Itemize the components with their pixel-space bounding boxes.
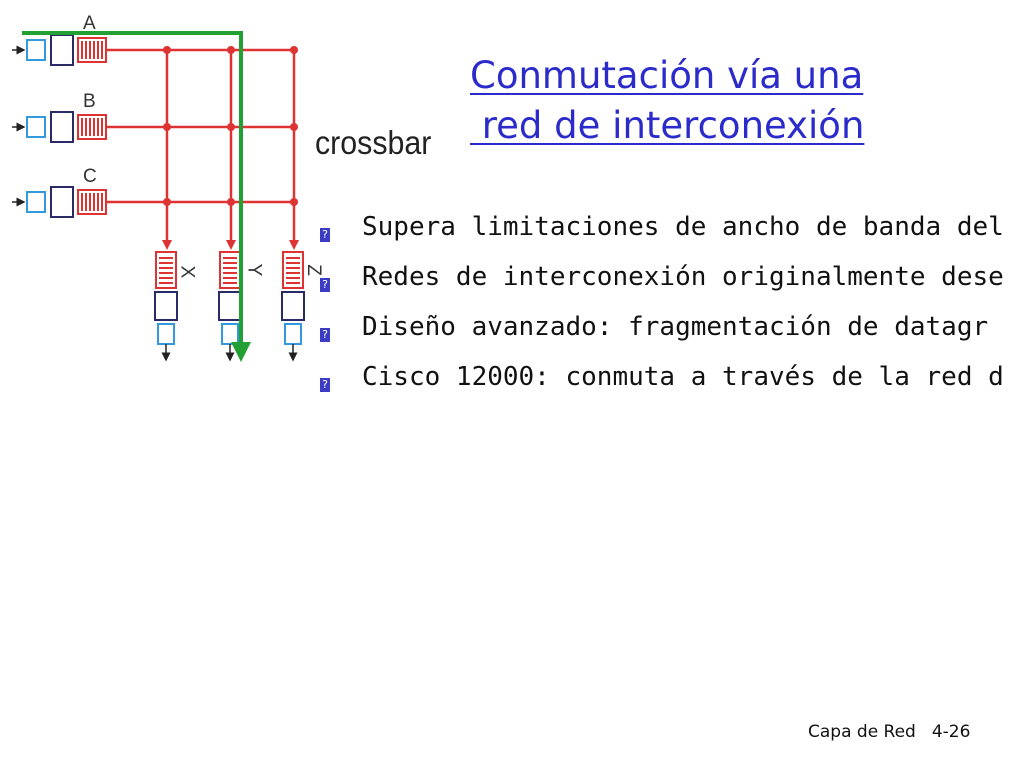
bullet-marker-icon: ? xyxy=(320,328,330,342)
bullet-item: ? Redes de interconexión originalmente d… xyxy=(320,256,1024,306)
fabric-arrows xyxy=(162,240,299,250)
output-port-z xyxy=(281,251,305,362)
bullet-text: Redes de interconexión originalmente des… xyxy=(362,262,1004,292)
input-row-a xyxy=(12,34,296,66)
bullet-item: ? Supera limitaciones de ancho de banda … xyxy=(320,206,1024,256)
crossbar-diagram xyxy=(12,31,305,362)
crossbar-label: crossbar xyxy=(315,124,432,161)
bullet-item: ? Cisco 12000: conmuta a través de la re… xyxy=(320,356,1024,406)
switching-path xyxy=(22,31,251,362)
input-row-b xyxy=(12,111,296,143)
bullet-text: Cisco 12000: conmuta a través de la red … xyxy=(362,362,1004,392)
input-label-a: A xyxy=(83,13,96,34)
bullet-marker-icon: ? xyxy=(320,378,330,392)
slide-footer: Capa de Red 4-26 xyxy=(808,722,986,742)
output-port-x xyxy=(154,251,178,362)
bullet-text: Diseño avanzado: fragmentación de datagr xyxy=(362,312,989,342)
output-label-y: Y xyxy=(243,263,265,277)
footer-page-number: 4-26 xyxy=(931,722,971,742)
slide-title-line-2: red de interconexión xyxy=(470,104,865,147)
fabric-columns xyxy=(165,50,296,244)
output-label-x: X xyxy=(176,265,198,279)
bullet-text: Supera limitaciones de ancho de banda de… xyxy=(362,212,1004,242)
input-label-b: B xyxy=(83,91,96,112)
footer-section: Capa de Red xyxy=(808,722,916,742)
bullet-list: ? Supera limitaciones de ancho de banda … xyxy=(320,206,1024,406)
slide-title-line-1: Conmutación vía una xyxy=(470,54,864,97)
bullet-item: ? Diseño avanzado: fragmentación de data… xyxy=(320,306,1024,356)
input-row-c xyxy=(12,186,296,218)
crosspoints xyxy=(163,46,298,206)
bullet-marker-icon: ? xyxy=(320,278,330,292)
bullet-marker-icon: ? xyxy=(320,228,330,242)
input-label-c: C xyxy=(83,166,97,187)
